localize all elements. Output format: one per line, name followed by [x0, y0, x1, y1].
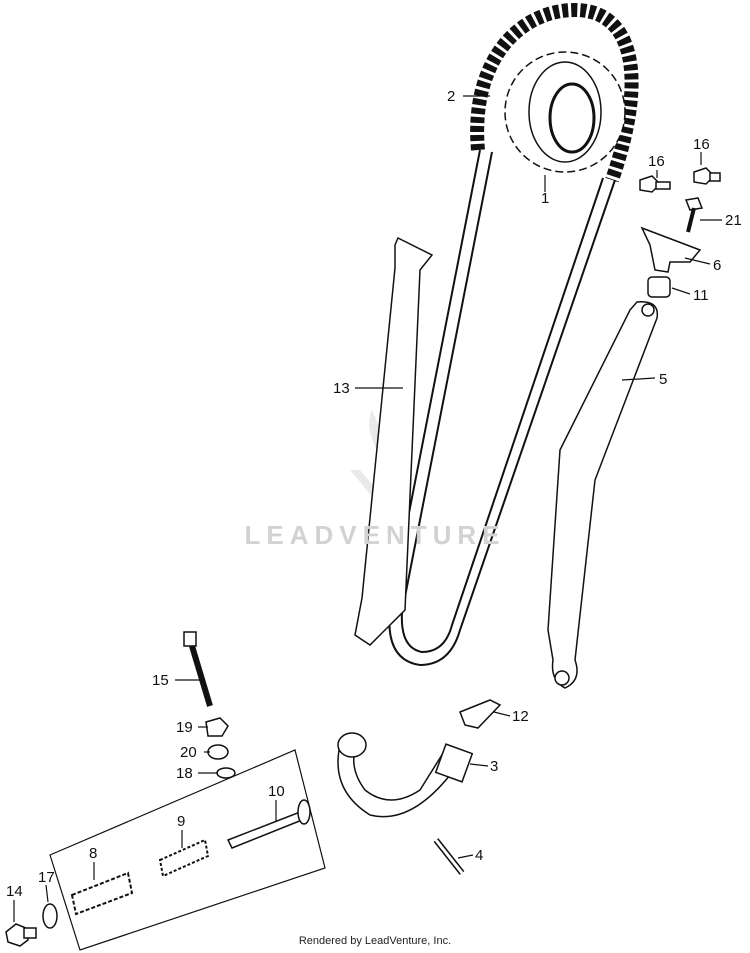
leader-lines: [13, 95, 722, 922]
washer-20: [207, 744, 229, 760]
label-part-12: 12: [512, 708, 529, 725]
push-rod-10: [226, 799, 311, 849]
bolt-16-left: [639, 175, 671, 193]
bolt-21: [684, 197, 704, 233]
label-part-2: 2: [447, 88, 455, 105]
spring-assembly-box: [49, 749, 326, 951]
label-part-6: 6: [713, 257, 721, 274]
bolt-16-right: [693, 167, 721, 185]
label-part-9: 9: [177, 813, 185, 830]
nut-19: [205, 717, 229, 737]
label-part-10: 10: [268, 783, 285, 800]
tensioner-arm-3: [337, 732, 474, 818]
spring-8: [70, 871, 134, 916]
tensioner-blade-5: [547, 301, 659, 689]
cam-sprocket: [504, 51, 626, 173]
washer-17: [42, 903, 58, 929]
spring-9: [158, 838, 210, 878]
wedge-12: [459, 699, 502, 729]
label-part-16-left: 16: [648, 153, 665, 170]
label-part-21: 21: [725, 212, 742, 229]
label-part-15: 15: [152, 672, 169, 689]
adjuster-bolt-15: [183, 631, 213, 707]
label-part-19: 19: [176, 719, 193, 736]
label-part-14: 14: [6, 883, 23, 900]
collar-11: [647, 276, 671, 298]
label-part-5: 5: [659, 371, 667, 388]
pin-4: [433, 838, 465, 875]
label-part-11: 11: [693, 287, 709, 304]
sealing-bolt-14: [5, 923, 37, 947]
label-part-1: 1: [541, 190, 549, 207]
cam-chain: [388, 2, 639, 667]
footer-credit: Rendered by LeadVenture, Inc.: [298, 935, 452, 947]
tensioner-bracket-6: [640, 226, 702, 273]
label-part-8: 8: [89, 845, 97, 862]
chain-guide-13: [354, 236, 434, 646]
label-part-17: 17: [38, 869, 55, 886]
watermark-text: LEADVENTURE: [244, 520, 506, 550]
label-part-18: 18: [176, 765, 193, 782]
label-part-4: 4: [475, 847, 483, 864]
label-part-13: 13: [333, 380, 350, 397]
label-part-20: 20: [180, 744, 197, 761]
label-part-3: 3: [490, 758, 498, 775]
label-part-16-right: 16: [693, 136, 710, 153]
